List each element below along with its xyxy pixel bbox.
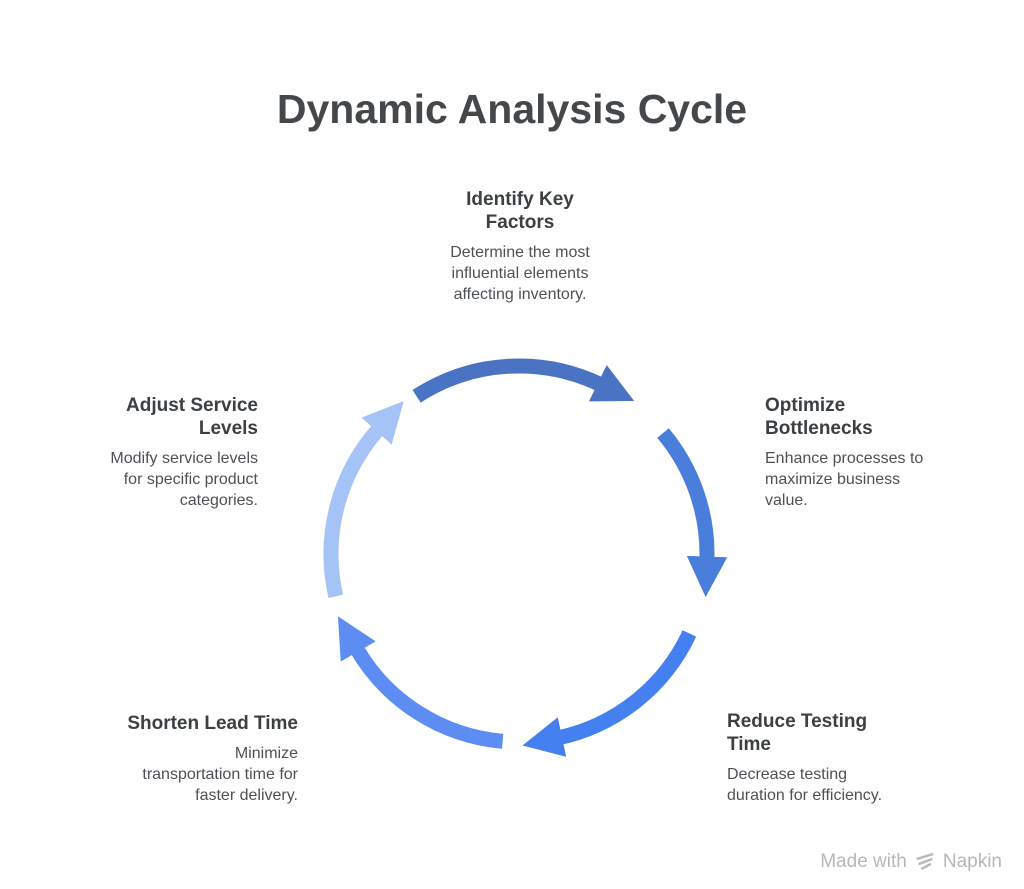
step-heading: Optimize Bottlenecks: [765, 395, 873, 439]
step-body: Decrease testing duration for efficiency…: [727, 766, 883, 804]
step-reduce-testing-time: Reduce Testing Time Decrease testing dur…: [727, 710, 917, 806]
step-heading: Reduce Testing Time: [727, 711, 868, 755]
watermark-brand: Napkin: [942, 851, 1002, 872]
step-heading: Shorten Lead Time: [127, 713, 298, 734]
cycle-arc-top-identify: [412, 358, 635, 403]
page-title: Dynamic Analysis Cycle: [276, 86, 748, 132]
step-body: Modify service levels for specific produ…: [110, 450, 258, 509]
cycle-arc-left-adjust: [323, 401, 404, 598]
cycle-arc-bottomright-reduce: [522, 630, 697, 757]
step-optimize-bottlenecks: Optimize Bottlenecks Enhance processes t…: [765, 394, 950, 511]
step-shorten-lead-time: Shorten Lead Time Minimize transportatio…: [108, 712, 298, 806]
cycle-arc-bottomleft-shorten: [337, 616, 504, 749]
step-body: Enhance processes to maximize business v…: [765, 450, 924, 509]
step-heading: Identify Key Factors: [466, 189, 574, 233]
step-body: Minimize transportation time for faster …: [142, 745, 298, 804]
step-identify-key-factors: Identify Key Factors Determine the most …: [404, 188, 636, 305]
step-adjust-service-levels: Adjust Service Levels Modify service lev…: [88, 394, 258, 511]
watermark-made-with: Made with: [820, 851, 907, 872]
step-body: Determine the most influential elements …: [450, 244, 590, 303]
napkin-watermark: Made with Napkin: [820, 851, 1002, 873]
step-heading: Adjust Service Levels: [126, 395, 258, 439]
napkin-logo-icon: [916, 853, 934, 870]
cycle-arc-right-optimize: [657, 428, 728, 598]
